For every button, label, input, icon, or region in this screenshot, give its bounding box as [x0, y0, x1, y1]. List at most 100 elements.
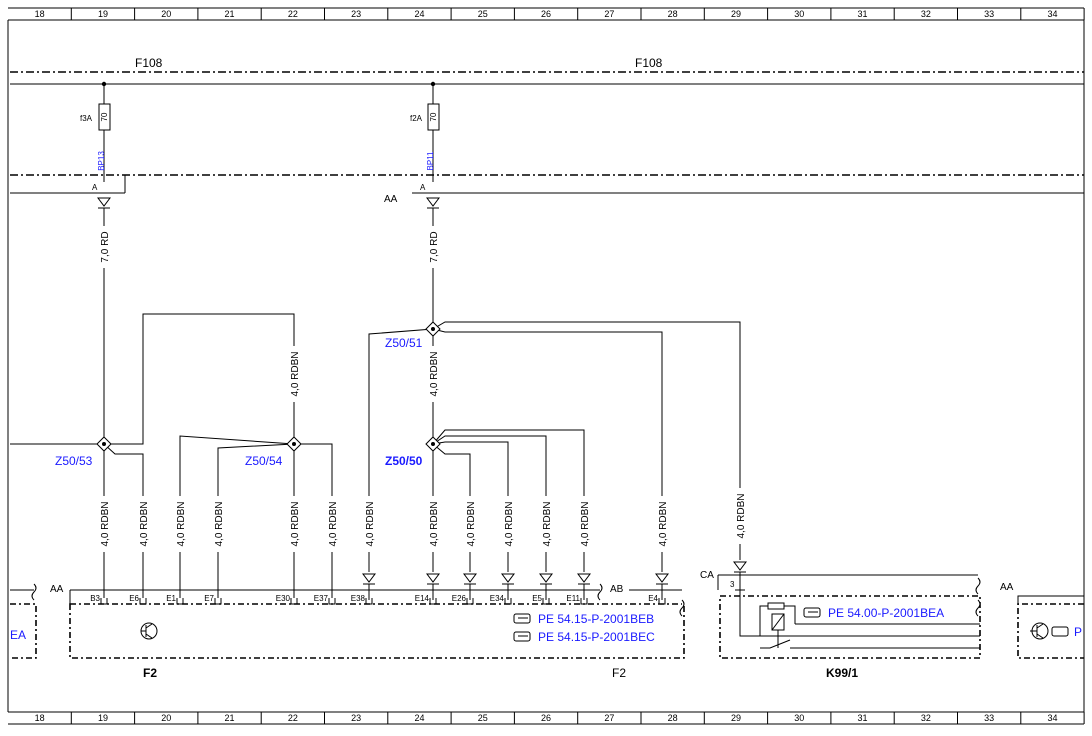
grid-ruler-top — [8, 7, 1084, 21]
connector-a-label-right: A — [420, 183, 426, 192]
pin-label: E26 — [452, 594, 467, 603]
pin-socket — [176, 598, 184, 605]
wire-label: 4,0 RDBN — [139, 501, 150, 546]
break-mark-k99 — [975, 599, 981, 617]
pin-label: E38 — [351, 594, 366, 603]
grid-number: 21 — [225, 9, 235, 19]
pointing-hand-icon — [1051, 626, 1069, 637]
grid-number: 23 — [351, 9, 361, 19]
wire-label: 4,0 RDBN — [466, 501, 477, 546]
terminal-arrow — [97, 197, 111, 207]
splice-node-z50-51 — [425, 321, 441, 337]
wire-label: 4,0 RDBN — [328, 501, 339, 546]
connector-a-label-left: A — [92, 183, 98, 192]
terminal-arrow — [539, 573, 553, 583]
pin-label: E1 — [166, 594, 176, 603]
grid-number: 22 — [288, 9, 298, 19]
splice-label-z50-53: Z50/53 — [55, 454, 93, 468]
terminal-arrow — [655, 573, 669, 583]
grid-number: 20 — [161, 9, 171, 19]
ref-text-bea[interactable]: PE 54.00-P-2001BEA — [828, 606, 944, 620]
ref-text-beb[interactable]: PE 54.15-P-2001BEB — [538, 612, 654, 626]
splice-node-z50-53 — [96, 436, 112, 452]
grid-number: 19 — [98, 713, 108, 723]
grid-number: 33 — [984, 713, 994, 723]
splice-diamonds — [96, 321, 441, 452]
ref-beb[interactable]: PE 54.15-P-2001BEB — [513, 612, 654, 626]
ref-bea[interactable]: PE 54.00-P-2001BEA — [803, 606, 944, 620]
connector-ca-pin: 3 — [730, 580, 735, 589]
pin-socket — [290, 598, 298, 605]
wire-label: 4,0 RDBN — [290, 501, 301, 546]
pin-socket — [429, 598, 437, 605]
ref-bec[interactable]: PE 54.15-P-2001BEC — [513, 630, 655, 644]
component-box-left-partial — [10, 603, 37, 659]
splice-node-z50-54 — [286, 436, 302, 452]
connector-ab-label: AB — [610, 584, 624, 595]
pointing-hand-icon — [803, 607, 821, 618]
junction-dot — [101, 81, 107, 87]
grid-number: 28 — [668, 713, 678, 723]
grid-ruler-bottom — [8, 711, 1084, 725]
transistor-icon-right — [1030, 622, 1049, 640]
grid-number: 33 — [984, 9, 994, 19]
grid-number: 32 — [921, 713, 931, 723]
component-box-f2 — [69, 603, 685, 659]
ref-text-bec[interactable]: PE 54.15-P-2001BEC — [538, 630, 655, 644]
wire-label: 4,0 RDBN — [429, 351, 440, 396]
wire-label: 4,0 RDBN — [100, 501, 111, 546]
grid-number: 18 — [35, 9, 45, 19]
grid-number: 23 — [351, 713, 361, 723]
splice-label-z50-50: Z50/50 — [385, 454, 423, 468]
grid-number: 24 — [414, 9, 424, 19]
terminal-arrow — [577, 573, 591, 583]
terminal-arrow — [426, 197, 440, 207]
fuse-value: 70 — [100, 112, 109, 121]
break-mark-mid — [597, 583, 603, 601]
pin-label: E4 — [648, 594, 658, 603]
wire-label: 4,0 RDBN — [429, 501, 440, 546]
grid-number: 31 — [858, 9, 868, 19]
break-mark-right-f2 — [679, 599, 685, 617]
junction-dot — [430, 81, 436, 87]
grid-number: 22 — [288, 713, 298, 723]
connector-ca — [717, 574, 978, 590]
rail-label-left: F108 — [135, 56, 163, 70]
fuse-bp-label: BP13 — [97, 151, 106, 171]
connector-aa-label-top: AA — [384, 194, 398, 205]
pin-socket — [328, 598, 336, 605]
grid-number: 24 — [414, 713, 424, 723]
pin-label: E7 — [204, 594, 214, 603]
pin-socket — [100, 598, 108, 605]
pin-label: E5 — [532, 594, 542, 603]
splice-label-z50-54: Z50/54 — [245, 454, 283, 468]
fuse-bp-label: BP11 — [426, 151, 435, 171]
component-label-k99: K99/1 — [826, 666, 858, 680]
grid-number: 30 — [794, 713, 804, 723]
terminal-arrow — [463, 573, 477, 583]
ref-right-partial: P — [1074, 625, 1082, 639]
grid-number: 29 — [731, 9, 741, 19]
pin-socket — [139, 598, 147, 605]
connector-row-aa — [10, 589, 682, 604]
grid-number: 34 — [1047, 9, 1057, 19]
grid-number: 18 — [35, 713, 45, 723]
wire-label: 4,0 RDBN — [290, 351, 301, 396]
fuse-name: f3A — [80, 114, 93, 123]
fuse-f2a: 70 f2A BP11 — [410, 81, 440, 182]
component-label-f2-left: F2 — [143, 666, 157, 680]
wire-label: 4,0 RDBN — [580, 501, 591, 546]
wire-label: 4,0 RDBN — [542, 501, 553, 546]
pin-label: E14 — [415, 594, 430, 603]
grid-number: 34 — [1047, 713, 1057, 723]
grid-number: 26 — [541, 713, 551, 723]
transistor-icon — [140, 622, 158, 640]
pin-socket — [214, 598, 222, 605]
component-box-right-partial — [1017, 603, 1084, 659]
wire-label: 4,0 RDBN — [214, 501, 225, 546]
pin-label: E6 — [129, 594, 139, 603]
grid-number: 31 — [858, 713, 868, 723]
grid-number: 21 — [225, 713, 235, 723]
wire-label: 4,0 RDBN — [176, 501, 187, 546]
